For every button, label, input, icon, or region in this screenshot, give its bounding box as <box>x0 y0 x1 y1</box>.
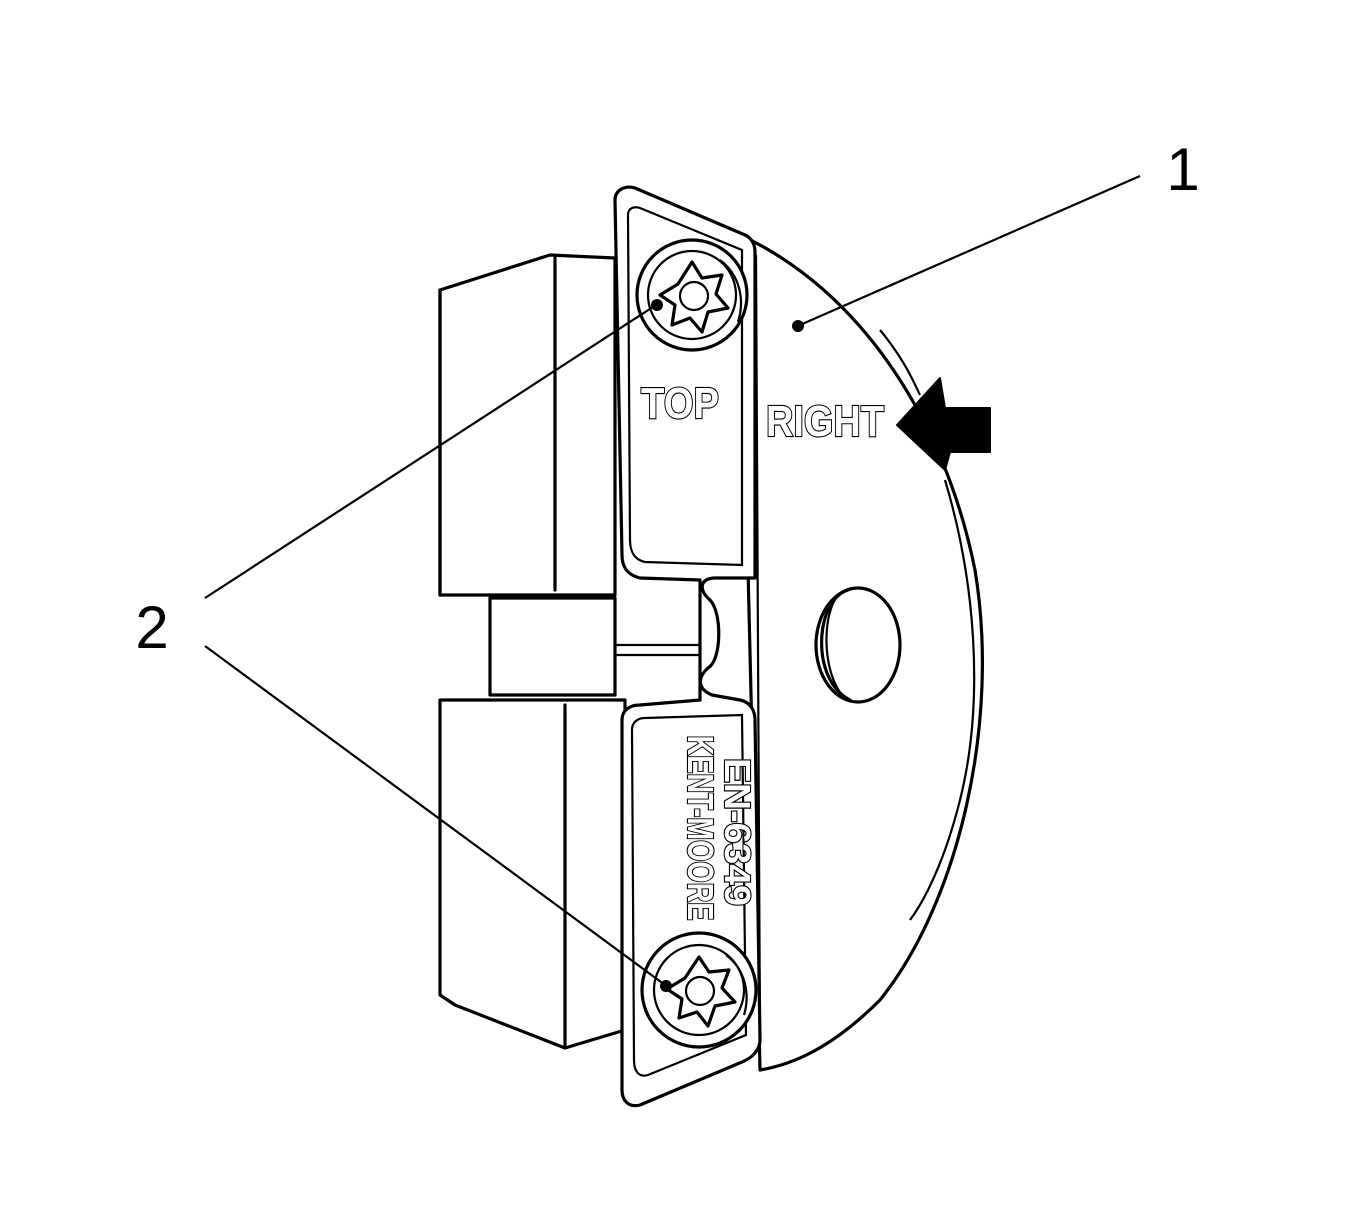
callout-1-label: 1 <box>1166 136 1199 203</box>
rear-mounting-block <box>438 253 700 1050</box>
right-marking: RIGHT <box>766 397 884 446</box>
brand-marking: KENT-MOORE <box>680 736 721 921</box>
adapter-plate <box>738 233 984 1072</box>
upper-bolt-icon <box>635 238 749 352</box>
callout-2-label: 2 <box>135 594 168 661</box>
top-marking: TOP <box>641 379 719 428</box>
part-number-marking: EN-6349 <box>717 758 758 906</box>
direction-arrow-icon <box>896 377 991 471</box>
callout-2-leaders <box>204 299 672 992</box>
lower-bolt-icon <box>640 931 758 1049</box>
front-bracket <box>613 185 762 1108</box>
callout-1-leader <box>792 174 1141 332</box>
